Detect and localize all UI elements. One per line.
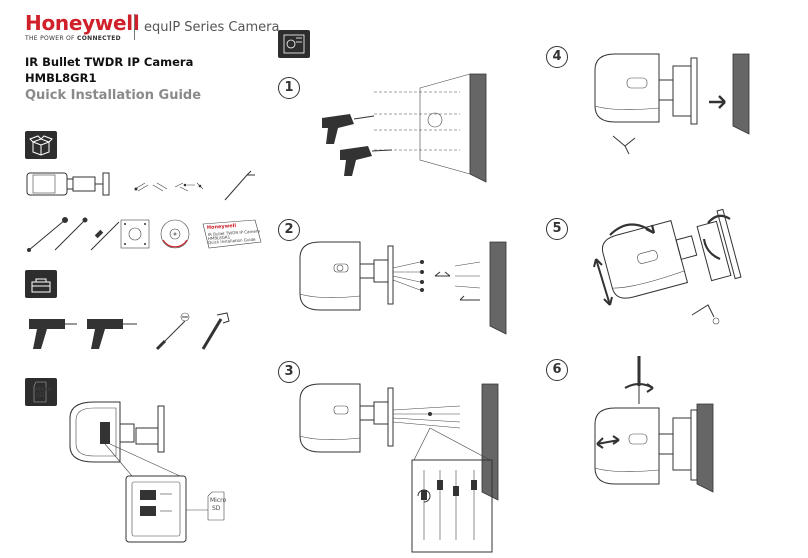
product-model: HMBL8GR1 <box>25 71 97 85</box>
honeywell-logo: Honeywell THE POWER OF CONNECTED <box>25 11 140 42</box>
camera-body <box>299 241 361 311</box>
step-1-illustration <box>322 73 487 183</box>
mounting-template-icon <box>278 30 310 58</box>
power-drill-2 <box>87 319 137 349</box>
camera-front-view <box>69 401 165 463</box>
camera-body <box>299 383 361 453</box>
svg-text:HMBL8GR1: HMBL8GR1 <box>208 234 231 241</box>
drill-lower <box>340 146 393 176</box>
brand-tagline: THE POWER OF CONNECTED <box>25 35 121 42</box>
step-5-illustration <box>593 208 742 325</box>
camera-side-view <box>26 172 110 196</box>
wall-panel <box>419 73 487 183</box>
wall-panel <box>732 53 750 135</box>
camera-body-tilted <box>601 220 698 299</box>
step-4-badge: 4 <box>546 46 568 68</box>
power-drill-1 <box>29 319 77 349</box>
series-name: equIP Series Camera <box>144 20 280 35</box>
screwdriver-top <box>624 356 654 404</box>
step-3-badge: 3 <box>278 361 300 383</box>
drill-holes <box>374 91 460 151</box>
step-5-badge: 5 <box>546 218 568 240</box>
guide-title: Quick Installation Guide <box>25 88 202 103</box>
camera-body <box>594 407 660 485</box>
step-2-badge: 2 <box>278 219 300 241</box>
header-divider <box>134 14 135 40</box>
svg-text:SD: SD <box>212 505 221 512</box>
cable-pigtail-2 <box>54 217 88 251</box>
micro-sd-illustration: Micro SD <box>69 401 226 543</box>
sd-slot-closeup <box>125 475 187 543</box>
bracket-arm <box>658 57 698 125</box>
step-1-badge: 1 <box>278 77 300 99</box>
brand-name: Honeywell <box>25 11 140 35</box>
micro-sd-icon: Micro SD <box>25 378 57 406</box>
allen-key <box>691 304 720 325</box>
svg-text:Quick Installation Guide: Quick Installation Guide <box>208 237 257 245</box>
svg-text:Micro: Micro <box>210 497 226 504</box>
bracket-arm <box>359 387 394 447</box>
cable-pigtail-1 <box>27 217 68 252</box>
svg-text:SD: SD <box>36 392 45 399</box>
quick-guide-document: Honeywell IR Bullet TWDR IP Camera HMBL8… <box>202 219 262 249</box>
bracket-arm <box>359 245 394 305</box>
step-6-badge: 6 <box>546 359 568 381</box>
software-cd <box>160 219 190 249</box>
package-contents-camera <box>26 170 255 201</box>
package-contents-accessories: Honeywell IR Bullet TWDR IP Camera HMBL8… <box>27 217 262 252</box>
mounting-template <box>120 219 150 249</box>
wall-panel <box>696 403 714 493</box>
step-2-illustration <box>299 241 507 335</box>
wall-panel <box>489 241 507 335</box>
toolbox-icon <box>25 270 57 298</box>
step-6-illustration <box>594 356 714 493</box>
cable-connector <box>90 221 120 251</box>
svg-text:IR Bullet TWDR IP Camera: IR Bullet TWDR IP Camera <box>208 228 261 237</box>
wall-panel <box>481 383 499 501</box>
adjustable-wrench <box>201 312 230 350</box>
micro-sd-card: Micro SD <box>207 491 226 521</box>
rotation-arrows <box>593 214 731 306</box>
svg-text:Micro: Micro <box>35 386 51 393</box>
mounting-base <box>696 208 742 282</box>
camera-body <box>594 53 660 123</box>
step-4-illustration <box>594 53 750 155</box>
step-3-illustration <box>299 383 499 553</box>
screwdriver <box>155 312 190 351</box>
package-box-icon <box>25 131 57 159</box>
product-title: IR Bullet TWDR IP Camera <box>25 55 194 69</box>
cable-bundle <box>392 405 461 429</box>
connector-detail-box <box>411 459 493 553</box>
torx-wrench <box>224 170 255 201</box>
required-tools <box>29 312 230 351</box>
allen-key <box>612 135 636 155</box>
svg-text:Honeywell: Honeywell <box>207 223 237 231</box>
cable-connections <box>392 260 481 301</box>
bracket-arm <box>658 409 698 481</box>
drill-upper <box>322 114 375 144</box>
screws-and-anchors <box>134 182 204 192</box>
